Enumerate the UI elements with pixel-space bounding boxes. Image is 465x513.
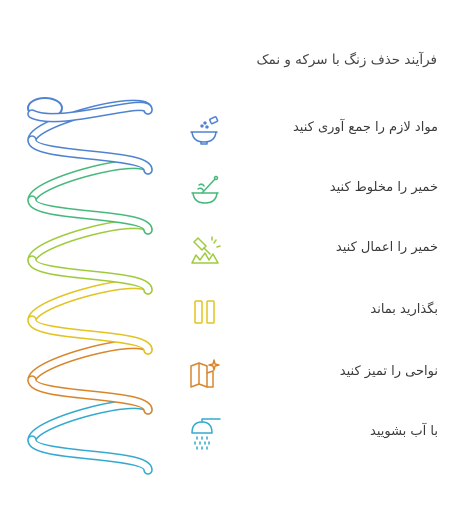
- step-let-sit: بگذارید بماند: [188, 292, 438, 332]
- step-label: خمیر را اعمال کنید: [335, 240, 438, 255]
- coil-back-inner-5: [28, 341, 152, 384]
- step-label: خمیر را مخلوط کنید: [329, 180, 438, 195]
- apply-brush-icon: [191, 236, 221, 264]
- coil-front-inner-6: [28, 436, 152, 474]
- coil-back-inner-4: [28, 281, 152, 324]
- coil-back-inner-6: [28, 401, 152, 444]
- coil-front-inner-3: [28, 256, 152, 294]
- step-label: با آب بشویید: [370, 424, 438, 439]
- step-label: مواد لازم را جمع آوری کنید: [292, 120, 438, 135]
- coil-front-inner-5: [28, 376, 152, 414]
- step-rinse-water: با آب بشویید: [188, 414, 438, 454]
- coil-spiral: [27, 97, 153, 475]
- bowl-sprinkle-icon: [190, 116, 219, 145]
- coil-top-strand-inner: [28, 103, 152, 121]
- coil-back-inner-3: [28, 221, 152, 264]
- mixing-bowl-icon: [191, 175, 219, 204]
- step-mix-paste: خمیر را مخلوط کنید: [188, 170, 438, 210]
- diagram-title: فرآیند حذف زنگ با سرکه و نمک: [256, 52, 437, 68]
- pause-icon: [194, 300, 215, 324]
- coil-front-inner-4: [28, 316, 152, 354]
- coil-front-inner-2: [28, 196, 152, 234]
- step-label: نواحی را تمیز کنید: [339, 364, 438, 379]
- step-gather-ingredients: مواد لازم را جمع آوری کنید: [188, 110, 438, 150]
- step-clean-areas: نواحی را تمیز کنید: [188, 354, 438, 394]
- shower-icon: [191, 418, 221, 450]
- step-label: بگذارید بماند: [370, 302, 438, 317]
- step-apply-paste: خمیر را اعمال کنید: [188, 230, 438, 270]
- coil-front-inner-1: [28, 136, 152, 174]
- coil-back-inner-2: [28, 161, 152, 204]
- map-sparkle-icon: [190, 359, 220, 388]
